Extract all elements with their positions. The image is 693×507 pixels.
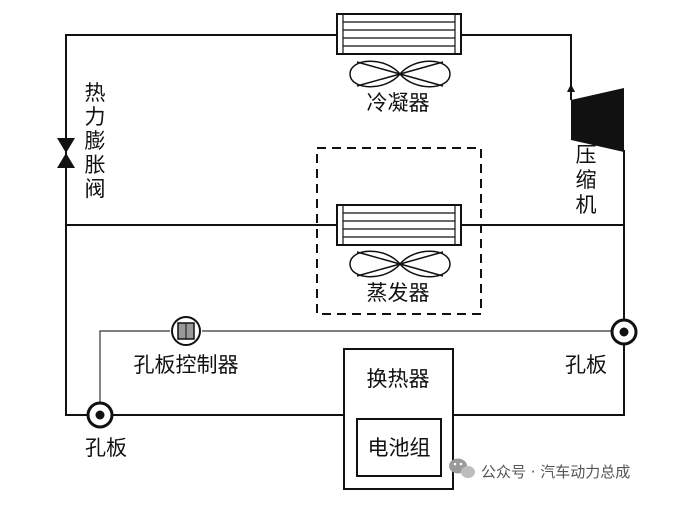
- watermark: 公众号 · 汽车动力总成: [449, 458, 630, 481]
- expansion-valve-label-2: 力: [85, 105, 106, 129]
- pipe-bottom-right: [453, 344, 625, 416]
- pipe-top-right: [461, 34, 572, 100]
- orifice-left: 孔板: [85, 401, 127, 460]
- pipe-top-left: [65, 34, 337, 225]
- watermark-text: 公众号 · 汽车动力总成: [481, 463, 630, 481]
- pipe-left-lower: [65, 225, 88, 416]
- orifice-controller-label: 孔板控制器: [134, 353, 239, 377]
- orifice-right-label: 孔板: [565, 353, 607, 377]
- condenser-fan-icon: [349, 60, 451, 88]
- battery-pack-label: 电池组: [368, 436, 431, 460]
- expansion-valve-label-5: 阀: [85, 177, 106, 201]
- control-line: [99, 330, 611, 403]
- wechat-icon: [449, 458, 475, 478]
- evaporator: 蒸发器: [316, 147, 482, 315]
- expansion-valve-label-3: 膨: [85, 129, 106, 153]
- evaporator-body: [336, 204, 462, 246]
- condenser-body: [336, 13, 462, 55]
- battery-pack-box: [356, 418, 442, 477]
- orifice-controller: 孔板控制器: [134, 316, 239, 377]
- evaporator-fan-icon: [349, 250, 451, 278]
- expansion-valve-label-4: 胀: [85, 153, 106, 177]
- expansion-valve: 热 力 膨 胀 阀: [57, 81, 106, 201]
- heat-exchanger: 换热器 电池组: [343, 348, 454, 490]
- evaporator-label: 蒸发器: [367, 281, 430, 305]
- compressor-label-2: 缩: [576, 168, 597, 192]
- compressor-label-3: 机: [576, 193, 597, 217]
- expansion-valve-label-1: 热: [85, 81, 106, 105]
- orifice-left-label: 孔板: [85, 436, 127, 460]
- heat-exchanger-label: 换热器: [367, 367, 430, 391]
- condenser-label: 冷凝器: [367, 91, 430, 115]
- compressor-label-1: 压: [576, 143, 597, 167]
- valve-icon-top: [57, 138, 75, 153]
- main-piping: [65, 34, 625, 416]
- condenser: 冷凝器: [336, 13, 462, 115]
- valve-icon-bottom: [57, 153, 75, 168]
- flow-arrow-icon: [567, 84, 575, 92]
- compressor: 压 缩 机: [571, 88, 624, 217]
- evaporator-enclosure: [316, 147, 482, 315]
- orifice-right: 孔板: [565, 318, 638, 377]
- control-line-left: [99, 330, 170, 403]
- compressor-icon: [571, 88, 624, 152]
